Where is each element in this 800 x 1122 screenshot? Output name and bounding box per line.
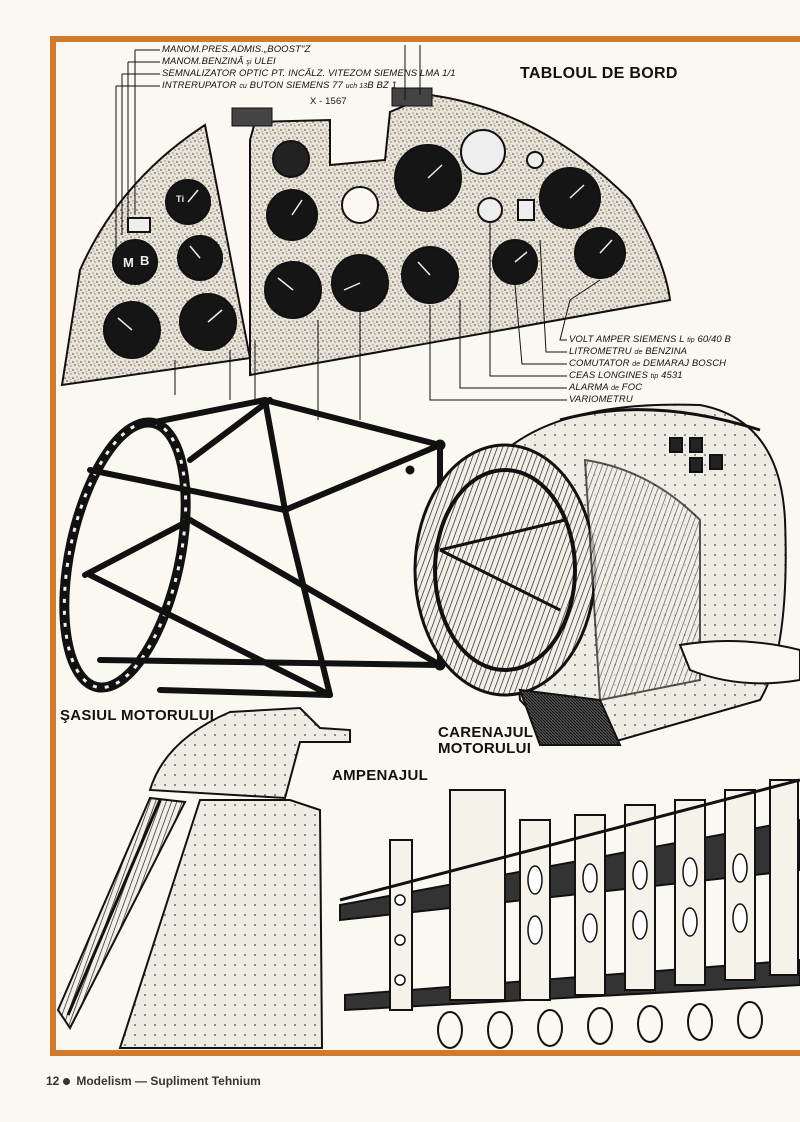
- section-title-dashboard: TABLOUL DE BORD: [520, 65, 678, 82]
- section-title-engine-mount: ŞASIUL MOTORULUI: [60, 707, 215, 724]
- publication-name: Modelism — Supliment Tehnium: [76, 1074, 261, 1088]
- callout-volt-ampere: VOLT AMPER SIEMENS L tip 60/40 b: [569, 334, 731, 345]
- tail-drawing: [56, 706, 351, 1049]
- callout-starter-switch: COMUTATOR de DEMARAJ BOSCH: [569, 358, 727, 369]
- page-border-frame: [50, 36, 800, 1056]
- section-title-cowling-line2: MOTORULUI: [438, 740, 532, 757]
- part-code: x - 1567: [310, 96, 347, 107]
- instrument-mark-b: B: [140, 253, 150, 268]
- section-title-tail: AMPENAJUL: [332, 767, 429, 784]
- callout-fire-alarm: ALARMA de FOC: [569, 382, 643, 393]
- instrument-mark-m: M: [123, 255, 135, 270]
- bullet-icon: [63, 1077, 71, 1085]
- page-footer: 12 Modelism — Supliment Tehnium: [46, 1074, 261, 1088]
- engine-mount-drawing: [59, 397, 446, 698]
- instrument-panel-drawing: [60, 45, 672, 420]
- callout-manometer-fuel-oil: MANOM.BENZINĂ şi ULEI: [162, 56, 276, 67]
- callout-manometer-boost: MANOM.PRES.ADMIS.„BOOST"Z: [162, 44, 311, 55]
- callout-fuel-gauge: LITROMETRU de BENZINA: [569, 346, 688, 357]
- page-number: 12: [46, 1074, 60, 1088]
- section-title-cowling-line1: CARENAJUL: [438, 724, 534, 741]
- instrument-mark-ti: Ti: [176, 194, 185, 204]
- engine-cowling-drawing: [413, 403, 800, 746]
- callout-clock: CEAS LONGINES tip 4531: [569, 370, 683, 381]
- fuselage-frame-drawing: [339, 778, 800, 1049]
- callout-switch-siemens: INTRERUPATOR cu BUTON SIEMENS 77 uch 13b…: [162, 80, 397, 91]
- callout-optical-signal: SEMNALIZATOR OPTIC PT. INCĂLZ. VITEZOM S…: [162, 68, 456, 79]
- callout-variometer: VARIOMETRU: [569, 394, 633, 405]
